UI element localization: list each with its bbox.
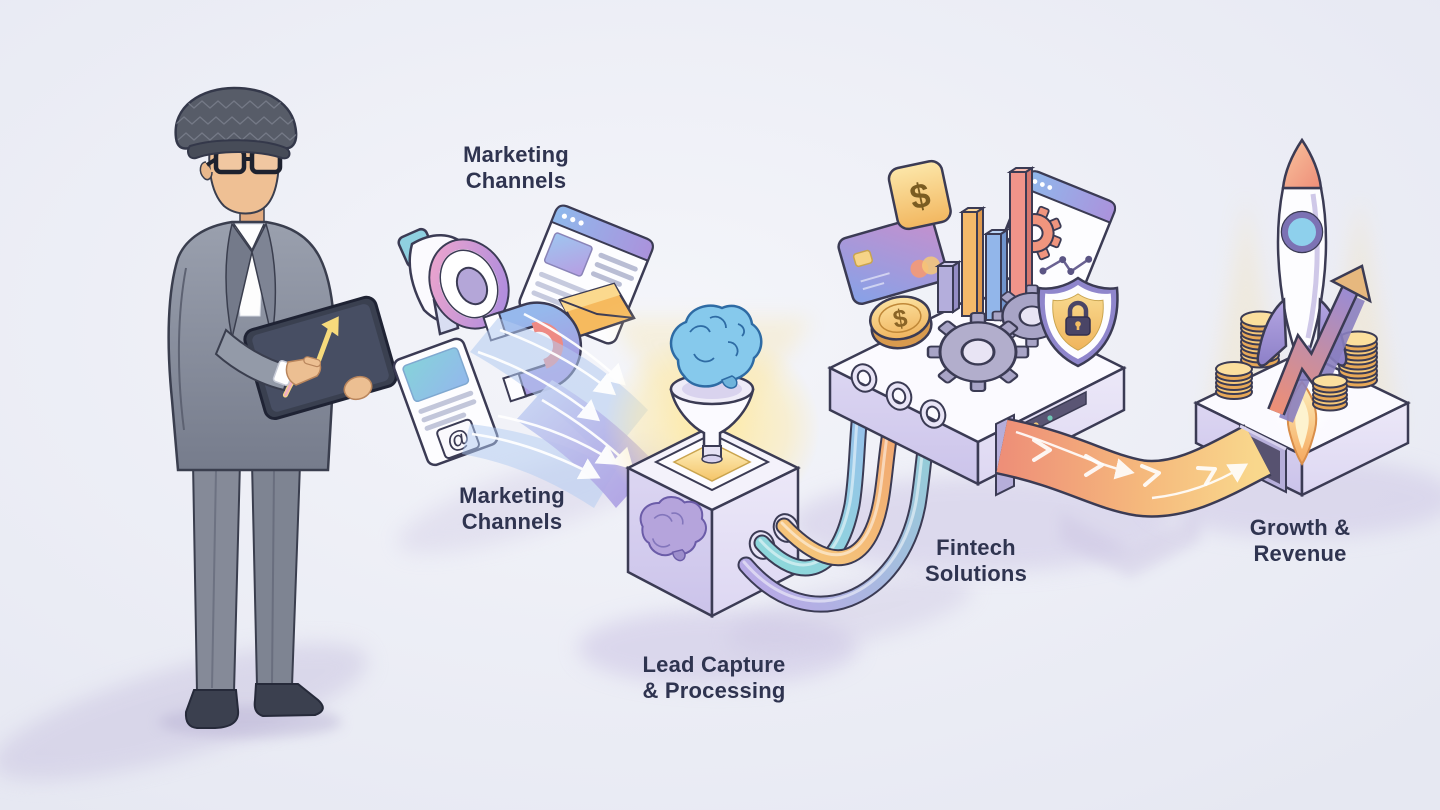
brain-badge-icon bbox=[639, 495, 707, 562]
label-fintech-solutions: Fintech Solutions bbox=[924, 535, 1028, 586]
lead-capture-box bbox=[604, 304, 820, 619]
gear-icon bbox=[926, 312, 1030, 392]
megaphone-icon bbox=[397, 227, 510, 336]
coin-icon: $ bbox=[868, 295, 933, 350]
label-marketing-channels-top: Marketing Channels bbox=[463, 142, 569, 193]
person-leg bbox=[250, 460, 302, 687]
revenue-flow-ribbon bbox=[995, 417, 1287, 518]
dollar-badge-icon: $ bbox=[887, 159, 952, 231]
input-ports bbox=[850, 363, 947, 429]
fintech-icons: $ $ bbox=[837, 159, 1119, 392]
label-marketing-channels-bottom: Marketing Channels bbox=[459, 483, 565, 534]
growth-icons bbox=[1215, 137, 1378, 466]
person bbox=[167, 86, 398, 729]
person-shoe bbox=[184, 689, 240, 729]
cap-brim bbox=[187, 139, 291, 160]
label-lead-capture: Lead Capture & Processing bbox=[642, 652, 786, 703]
rocket-fin bbox=[1256, 297, 1288, 367]
credit-card-icon bbox=[837, 214, 949, 306]
shield-lock-icon bbox=[1037, 276, 1119, 368]
coin-stack bbox=[1215, 361, 1348, 412]
person-shoe bbox=[253, 683, 324, 718]
dollar-glyph: $ bbox=[891, 304, 910, 334]
trend-line bbox=[1042, 257, 1090, 274]
brain-icon bbox=[669, 304, 763, 389]
growth-arrow-icon bbox=[1267, 264, 1372, 423]
label-growth-revenue: Growth & Revenue bbox=[1249, 515, 1351, 566]
person-hand bbox=[343, 375, 373, 401]
rocket-window bbox=[1282, 212, 1322, 252]
